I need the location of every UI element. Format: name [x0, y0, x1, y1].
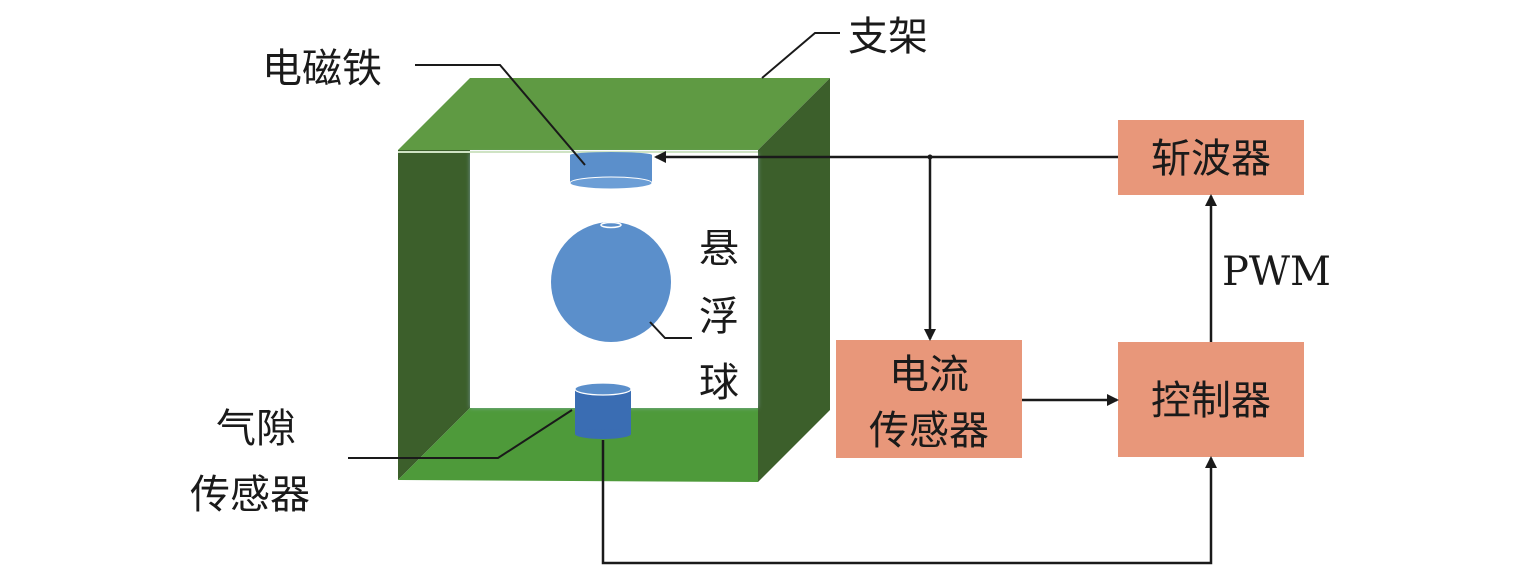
chopper-block: 斩波器	[1118, 120, 1304, 195]
label-ball-char-2: 浮	[699, 294, 739, 340]
arrow-gap-sensor-to-controller	[601, 440, 1217, 565]
current-sensor-label-line1: 电流	[889, 352, 969, 398]
support-frame	[398, 78, 830, 482]
leader-ball	[649, 321, 692, 339]
controller-label: 控制器	[1151, 378, 1271, 424]
label-electromagnet: 电磁铁	[262, 46, 382, 92]
junction-dot	[927, 154, 933, 160]
signal-lines	[601, 151, 1217, 565]
frame-right-face	[758, 78, 830, 482]
label-pwm: PWM	[1222, 249, 1331, 295]
frame-top-face	[398, 78, 830, 150]
leader-lines	[348, 32, 840, 459]
label-ball-char-3: 球	[699, 360, 739, 406]
label-ball-char-1: 悬	[699, 226, 739, 272]
chopper-label: 斩波器	[1151, 136, 1271, 182]
frame-bottom-face	[398, 408, 758, 482]
current-sensor-label-line2: 传感器	[869, 408, 989, 454]
leader-electromagnet	[415, 64, 586, 166]
label-gap-sensor-line1: 气隙	[216, 406, 296, 452]
gap-sensor	[574, 382, 632, 439]
label-frame: 支架	[848, 14, 928, 60]
levitated-ball	[551, 221, 671, 342]
current-sensor-block: 电流 传感器	[836, 340, 1022, 458]
label-gap-sensor-line2: 传感器	[190, 472, 310, 518]
leader-gap-sensor	[348, 409, 573, 459]
electromagnet	[569, 152, 653, 190]
frame-left-bar	[398, 150, 470, 480]
leader-frame	[761, 32, 840, 79]
controller-block: 控制器	[1118, 342, 1304, 457]
